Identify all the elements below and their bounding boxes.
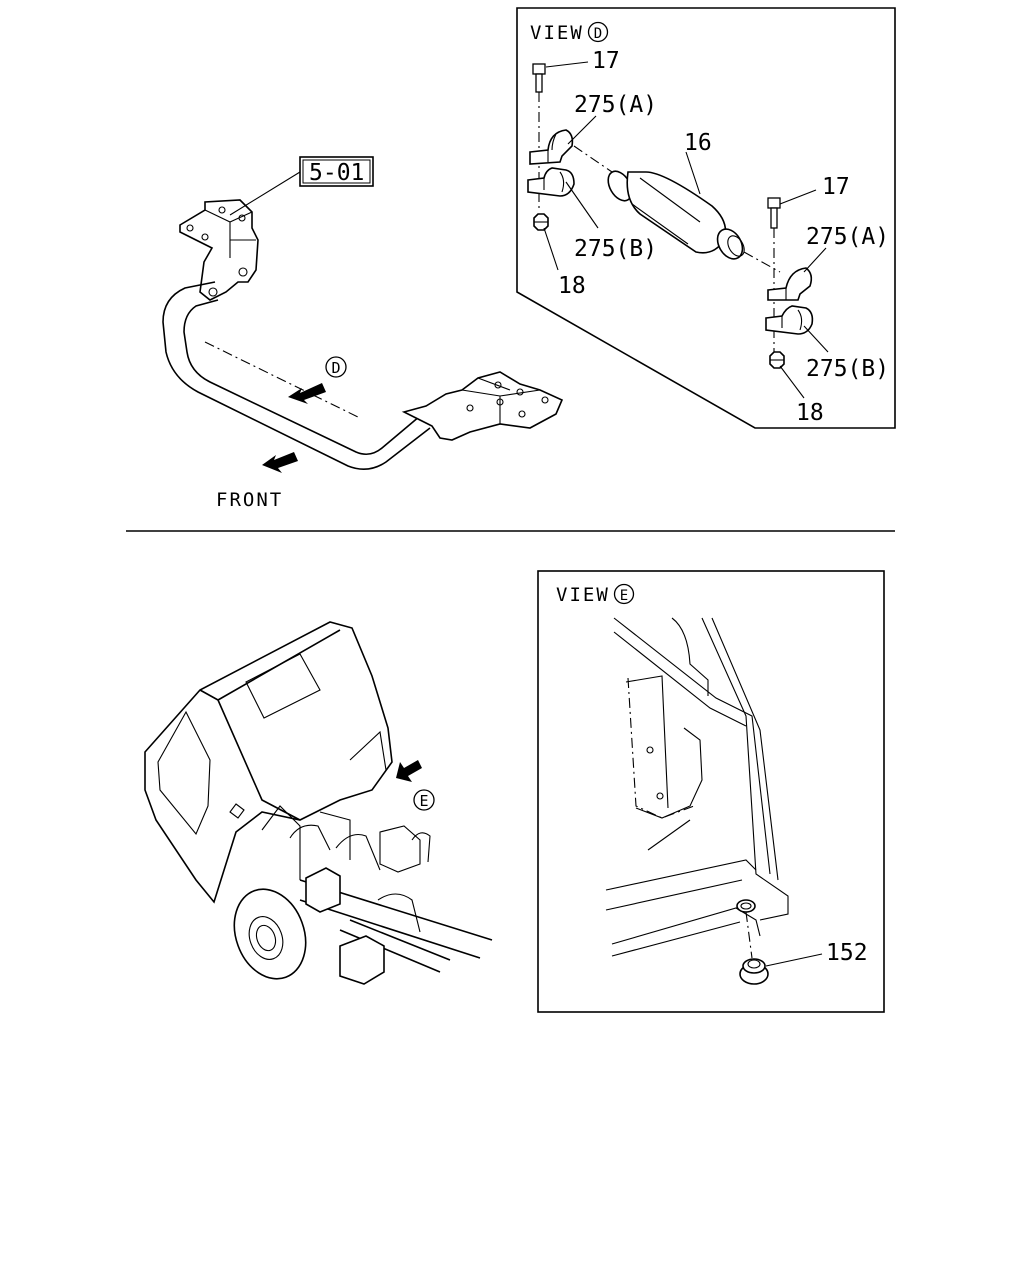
front-wheel [233,888,307,980]
callout-clamp-b-right: 275(B) [806,356,889,382]
left-bracket [179,199,259,301]
callout-bolt-right: 17 [822,174,850,200]
callout-bushing: 16 [684,130,712,156]
cab-floor-structure [605,617,789,957]
front-direction-indicator: FRONT [216,452,298,511]
view-e-arrow: E [396,760,435,811]
view-d-panel: VIEW D [516,7,896,429]
clamp-a-left [529,129,574,165]
callout-bolt-left: 17 [592,48,620,74]
callout-nut-left: 18 [558,273,586,299]
chassis-frame [261,805,493,985]
reference-box-label: 5-01 [309,160,364,186]
nut-left [533,213,549,231]
view-e-title-marker: E [620,588,628,604]
clamp-b-right [765,305,814,335]
stabilizer-bar [162,281,431,470]
callout-clamp-a-right: 275(A) [806,224,889,250]
clamp-b-left [527,167,575,197]
reference-box-5-01[interactable]: 5-01 [229,156,374,216]
callout-clamp-a-left: 275(A) [574,92,657,118]
view-d-arrow: D [288,356,347,404]
view-d-leader-lines [543,61,829,399]
view-e-marker-letter: E [419,792,428,810]
view-d-marker-circle [325,356,347,378]
right-bracket [401,371,564,441]
nut-right [769,351,785,369]
view-e-title: VIEW [556,584,610,606]
stabilizer-bar-overview: 5-01 D FRONT [162,156,564,511]
stopper-152: 152 [739,911,868,985]
view-e-panel: VIEW E 152 [537,570,885,1013]
view-d-title: VIEW [530,22,584,44]
view-e-marker-circle [413,789,435,811]
front-label: FRONT [216,489,283,511]
bushing-16 [573,145,781,273]
callout-stopper: 152 [826,940,868,966]
view-d-marker-letter: D [331,359,340,377]
truck-cab-overview: E [144,621,493,985]
view-d-title-marker: D [594,26,602,42]
callout-clamp-b-left: 275(B) [574,236,657,262]
callout-nut-right: 18 [796,400,824,426]
